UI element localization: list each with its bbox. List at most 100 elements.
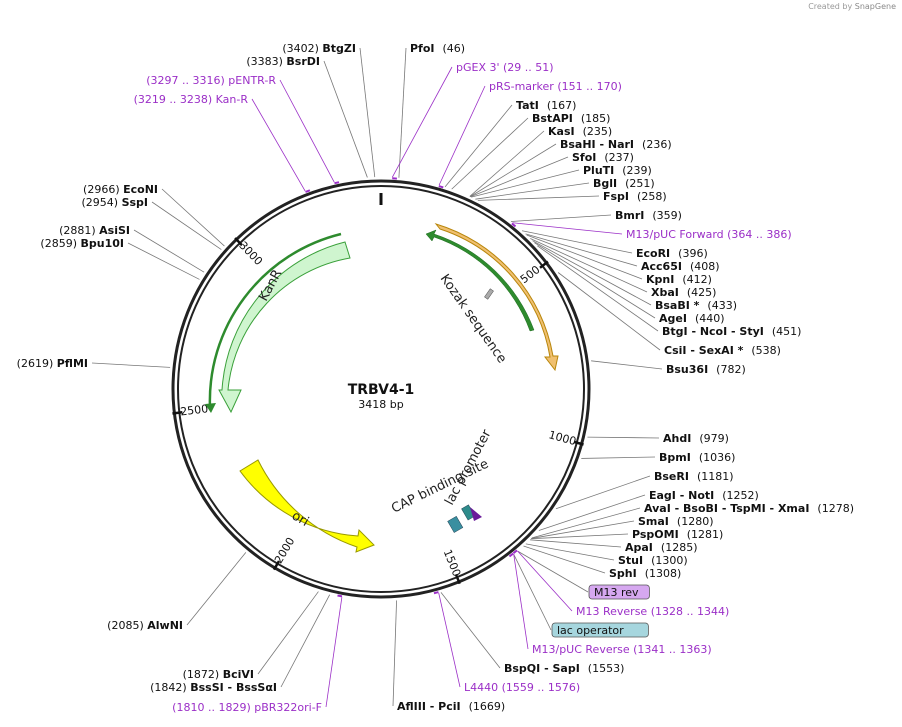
site-label-right[interactable]: BspQI - SapI(1553) xyxy=(504,662,624,675)
site-label-right[interactable]: Bsu36I(782) xyxy=(666,363,746,376)
site-label-right[interactable]: M13/pUC Forward (364 .. 386) xyxy=(626,228,792,241)
primer-binding-mark xyxy=(433,591,439,595)
site-label-right[interactable]: XbaI(425) xyxy=(651,286,716,299)
site-position: (1278) xyxy=(817,502,854,515)
site-label-right[interactable]: Acc65I(408) xyxy=(641,260,720,273)
site-label-right[interactable]: PfoI(46) xyxy=(410,42,465,55)
site-label-right[interactable]: M13 Reverse (1328 .. 1344) xyxy=(576,605,729,618)
site-label-right[interactable]: SfoI(237) xyxy=(572,151,634,164)
site-label-left[interactable]: (1842) BssSI - BssSαI xyxy=(150,681,277,694)
site-position: (239) xyxy=(622,164,652,177)
site-position: (46) xyxy=(443,42,466,55)
site-label-right[interactable]: AgeI(440) xyxy=(659,312,725,325)
site-label-right[interactable]: SphI(1308) xyxy=(609,567,681,580)
kozak-marker[interactable] xyxy=(484,288,494,300)
site-label-left[interactable]: (2954) SspI xyxy=(81,196,148,209)
site-label-right[interactable]: KasI(235) xyxy=(548,125,612,138)
site-label-right[interactable]: pRS-marker (151 .. 170) xyxy=(489,80,622,93)
site-label-left[interactable]: (3402) BtgZI xyxy=(282,42,356,55)
site-position: (359) xyxy=(652,209,682,222)
site-label-right[interactable]: M13/pUC Reverse (1341 .. 1363) xyxy=(532,643,712,656)
site-label-left[interactable]: (1872) BciVI xyxy=(183,668,254,681)
kanr-arrow[interactable] xyxy=(218,241,351,414)
site-label: Bsu36I(782) xyxy=(666,363,746,376)
leader-line xyxy=(510,214,612,222)
site-position: (538) xyxy=(751,344,781,357)
leader-line xyxy=(279,79,335,183)
site-label-left[interactable]: (3219 .. 3238) Kan-R xyxy=(134,93,249,106)
site-label-left[interactable]: (2966) EcoNI xyxy=(83,183,158,196)
site-name: AhdI xyxy=(663,432,691,445)
leader-line xyxy=(587,436,660,439)
leader-line xyxy=(525,543,615,561)
site-label: (2859) Bpu10I xyxy=(40,237,124,250)
site-label-right[interactable]: BglI(251) xyxy=(593,177,655,190)
ori-arrow[interactable] xyxy=(239,459,375,553)
site-position: (1842) xyxy=(150,681,190,694)
site-label-left[interactable]: (1810 .. 1829) pBR322ori-F xyxy=(172,701,322,714)
site-position: (237) xyxy=(604,151,634,164)
site-label: BsaBI *(433) xyxy=(655,299,737,312)
site-label-right[interactable]: M13 rev xyxy=(588,584,650,600)
site-label-right[interactable]: BmrI(359) xyxy=(615,209,682,222)
site-label-right[interactable]: AflIII - PciI(1669) xyxy=(397,700,505,713)
site-label: TatI(167) xyxy=(516,99,576,112)
leader-line xyxy=(529,539,622,548)
site-position: (1281) xyxy=(687,528,724,541)
site-label-right[interactable]: KpnI(412) xyxy=(646,273,712,286)
site-label-right[interactable]: TatI(167) xyxy=(516,99,576,112)
site-label-right[interactable]: BstAPI(185) xyxy=(532,112,610,125)
site-label-left[interactable]: (3297 .. 3316) pENTR-R xyxy=(146,74,276,87)
leader-line xyxy=(444,104,513,188)
site-label-right[interactable]: BsaHI - NarI(236) xyxy=(560,138,672,151)
site-label-left[interactable]: (2859) Bpu10I xyxy=(40,237,124,250)
site-label-right[interactable]: BtgI - NcoI - StyI(451) xyxy=(662,325,801,338)
site-name: TatI xyxy=(516,99,539,112)
site-label: AhdI(979) xyxy=(663,432,729,445)
site-label-right[interactable]: CsiI - SexAI *(538) xyxy=(664,344,781,357)
site-label-right[interactable]: L4440 (1559 .. 1576) xyxy=(464,681,580,694)
site-label-left[interactable]: (3383) BsrDI xyxy=(246,55,320,68)
plasmid-name: TRBV4-1 xyxy=(348,382,415,398)
site-label-right[interactable]: BpmI(1036) xyxy=(659,451,735,464)
site-label-right[interactable]: lac operator xyxy=(551,622,649,638)
site-label-left[interactable]: (2619) PflMI xyxy=(17,357,88,370)
feature-box xyxy=(588,584,650,600)
site-name: AsiSI xyxy=(99,224,130,237)
orange-feature-arrow[interactable] xyxy=(434,223,559,372)
site-label: BmrI(359) xyxy=(615,209,682,222)
site-label-right[interactable]: EcoRI(396) xyxy=(636,247,708,260)
site-label-right[interactable]: SmaI(1280) xyxy=(638,515,713,528)
site-label-right[interactable]: FspI(258) xyxy=(603,190,667,203)
leader-line xyxy=(531,507,641,539)
site-label-right[interactable]: ApaI(1285) xyxy=(625,541,697,554)
site-position: (3402) xyxy=(282,42,322,55)
site-label-right[interactable]: PspOMI(1281) xyxy=(632,528,723,541)
site-label-right[interactable]: EagI - NotI(1252) xyxy=(649,489,759,502)
site-label-left[interactable]: (2085) AlwNI xyxy=(107,619,183,632)
scale-tick xyxy=(573,440,584,446)
site-label-right[interactable]: AvaI - BsoBI - TspMI - XmaI(1278) xyxy=(644,502,854,515)
site-label-right[interactable]: AhdI(979) xyxy=(663,432,729,445)
site-label: AvaI - BsoBI - TspMI - XmaI(1278) xyxy=(644,502,854,515)
scale-label: 1500 xyxy=(441,548,464,579)
site-label-right[interactable]: PluTI(239) xyxy=(583,164,652,177)
site-name: Acc65I xyxy=(641,260,682,273)
leader-line xyxy=(471,169,580,198)
site-label-right[interactable]: BseRI(1181) xyxy=(654,470,734,483)
site-label: (1842) BssSI - BssSαI xyxy=(150,681,277,694)
site-label-right[interactable]: pGEX 3' (29 .. 51) xyxy=(456,61,554,74)
site-label: EcoRI(396) xyxy=(636,247,708,260)
site-name: BssSI - BssSαI xyxy=(190,681,277,694)
site-position: (396) xyxy=(678,247,708,260)
site-label-left[interactable]: (2881) AsiSI xyxy=(59,224,130,237)
site-position: (1669) xyxy=(469,700,506,713)
primer-binding-mark xyxy=(334,181,340,185)
site-label-right[interactable]: StuI(1300) xyxy=(618,554,688,567)
cap-binding-site-block[interactable] xyxy=(447,515,464,533)
plasmid-length: 3418 bp xyxy=(358,398,403,411)
leader-line xyxy=(451,117,529,190)
site-label-right[interactable]: BsaBI *(433) xyxy=(655,299,737,312)
green-feature-arrow[interactable] xyxy=(425,229,535,332)
site-label: SmaI(1280) xyxy=(638,515,713,528)
